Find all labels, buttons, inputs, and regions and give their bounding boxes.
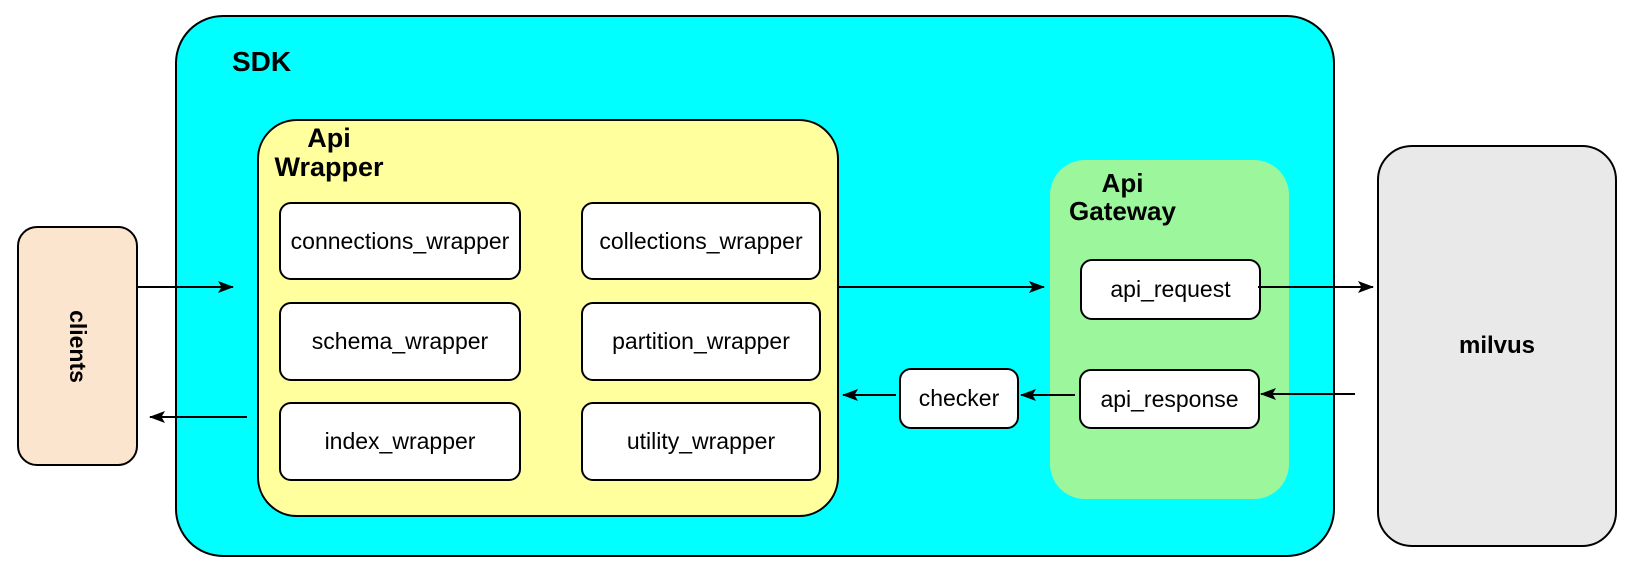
container-api-wrapper: Api Wrapper connections_wrapper collecti…	[257, 119, 839, 517]
node-clients-label: clients	[65, 309, 91, 383]
node-checker: checker	[899, 368, 1019, 429]
node-api-response-label: api_response	[1100, 385, 1239, 412]
node-connections-wrapper: connections_wrapper	[279, 202, 521, 280]
node-api-request-label: api_request	[1110, 276, 1231, 302]
container-api-gateway: Api Gateway api_request api_response	[1050, 160, 1289, 499]
node-milvus: milvus	[1377, 145, 1617, 547]
container-sdk: SDK Api Wrapper connections_wrapper coll…	[175, 15, 1335, 557]
node-connections-wrapper-label: connections_wrapper	[290, 227, 510, 254]
node-schema-wrapper: schema_wrapper	[279, 302, 521, 381]
node-api-response: api_response	[1079, 369, 1260, 429]
node-index-wrapper: index_wrapper	[279, 402, 521, 481]
node-milvus-label: milvus	[1458, 332, 1536, 359]
node-utility-wrapper-label: utility_wrapper	[626, 428, 776, 454]
node-index-wrapper-label: index_wrapper	[324, 428, 476, 454]
node-utility-wrapper: utility_wrapper	[581, 402, 821, 481]
container-api-gateway-label: Api Gateway	[1069, 168, 1176, 226]
container-sdk-label: SDK	[232, 46, 292, 77]
node-checker-label: checker	[918, 385, 1000, 411]
node-collections-wrapper-label: collections_wrapper	[599, 227, 803, 254]
node-collections-wrapper: collections_wrapper	[581, 202, 821, 280]
node-schema-wrapper-label: schema_wrapper	[311, 328, 489, 354]
node-clients: clients	[17, 226, 138, 466]
node-partition-wrapper-label: partition_wrapper	[612, 328, 790, 354]
node-partition-wrapper: partition_wrapper	[581, 302, 821, 381]
node-api-request: api_request	[1080, 259, 1261, 320]
container-api-wrapper-label: Api Wrapper	[274, 123, 384, 182]
